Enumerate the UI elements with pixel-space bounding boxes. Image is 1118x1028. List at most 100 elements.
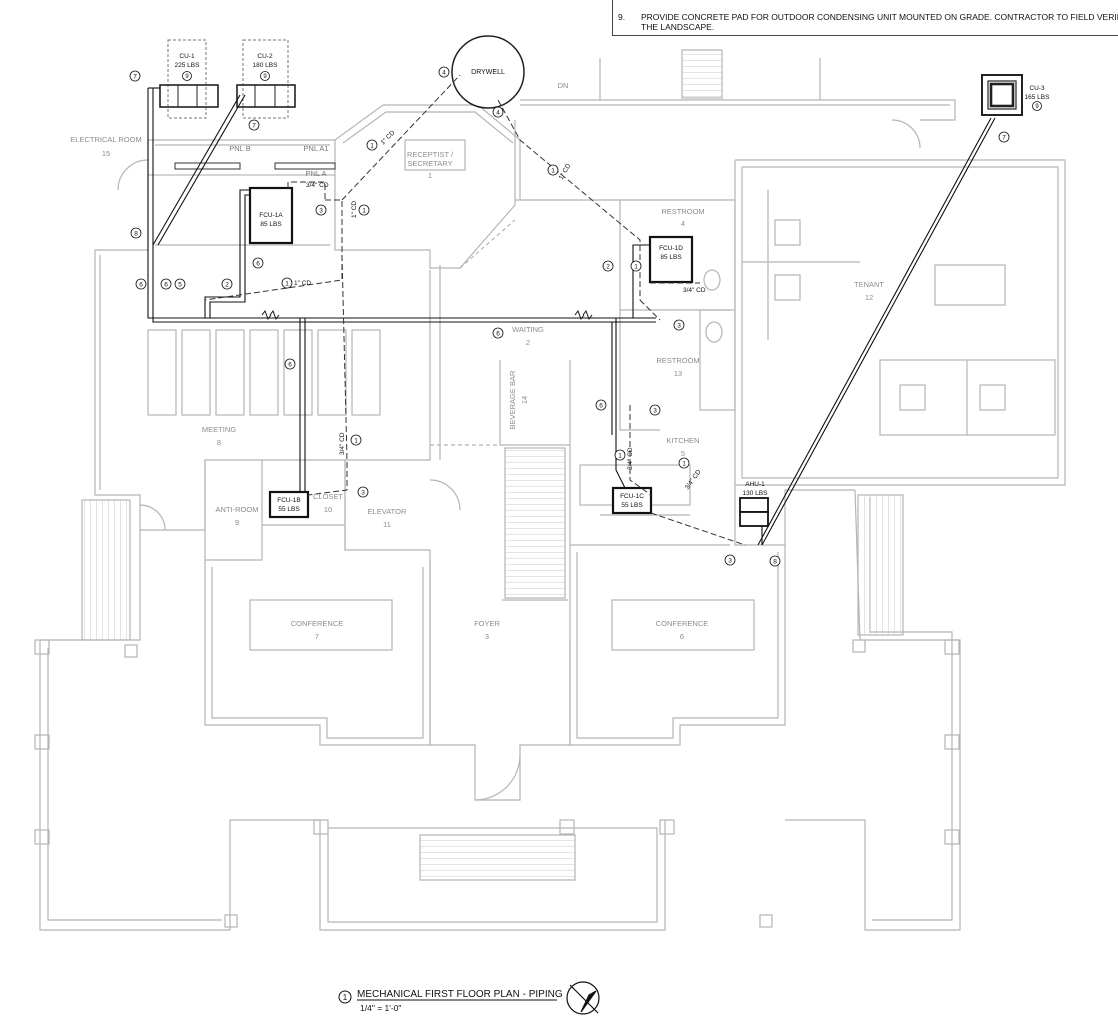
keynote-number: 8 — [773, 558, 777, 565]
keynote-circle — [602, 260, 614, 272]
keynote-circle — [281, 277, 293, 289]
keynote-number: 2 — [225, 281, 229, 288]
pipe-label-fcu1a-cd: 3/4" CD — [306, 182, 329, 189]
keynote-circle — [998, 131, 1010, 143]
room-name-meeting: MEETING — [202, 425, 236, 434]
keynote-circle — [135, 278, 147, 290]
drywell — [451, 35, 525, 109]
room-num-restroom-13: 13 — [674, 369, 682, 378]
keynote-number: 7 — [133, 73, 137, 80]
room-num-waiting: 2 — [526, 338, 530, 347]
keynote-number: 2 — [606, 263, 610, 270]
fcu1b-weight: 55 LBS — [278, 506, 300, 513]
keynote-circle — [350, 434, 362, 446]
pipe-label-ahu1-cd: 3/4" CD — [684, 468, 703, 491]
room-name-kitchen: KITCHEN — [667, 436, 700, 445]
room-num-meeting: 8 — [217, 438, 221, 447]
keynote-number: 3 — [653, 407, 657, 414]
panel-labels: PNL B PNL A1 PNL A — [229, 144, 328, 178]
panel-a1-label: PNL A1 — [303, 144, 328, 153]
pipe-break-markers — [261, 309, 593, 321]
title-block: 1 MECHANICAL FIRST FLOOR PLAN - PIPING 1… — [338, 981, 600, 1015]
keynote-circle — [649, 404, 661, 416]
cu2-weight: 180 LBS — [253, 62, 279, 69]
ahu1-weight: 130 LBS — [743, 490, 769, 497]
keynote-circle — [284, 358, 296, 370]
keynote-number: 6 — [599, 402, 603, 409]
room-name-receptionist-1: RECEPTIST / — [407, 150, 454, 159]
keynote-number: 1 — [634, 263, 638, 270]
cu2-name: CU-2 — [257, 53, 273, 60]
room-name-closet: CLOSET — [313, 492, 343, 501]
keynote-number: 7 — [1002, 134, 1006, 141]
drywell-label: DRYWELL — [471, 69, 505, 76]
room-name-electrical: ELECTRICAL ROOM — [70, 135, 141, 144]
keynote-circle — [630, 260, 642, 272]
cu3-note: 9 — [1035, 104, 1039, 110]
room-num-elevator: 11 — [383, 520, 391, 529]
keynote-circle — [248, 119, 260, 131]
keynote-circle — [673, 319, 685, 331]
fcu1a-weight: 85 LBS — [260, 221, 282, 228]
room-num-beverage: 14 — [520, 396, 529, 404]
fcu1a-name: FCU-1A — [259, 212, 283, 219]
keynote-number: 7 — [252, 122, 256, 129]
keynote-circle — [492, 106, 504, 118]
pipe-label-restroom: 1" CD — [558, 162, 573, 181]
keynote-number: 6 — [139, 281, 143, 288]
keynote-number: 1 — [551, 167, 555, 174]
room-num-conference-6: 6 — [680, 632, 684, 641]
room-num-electrical: 15 — [102, 149, 110, 158]
room-name-restroom-4: RESTROOM — [661, 207, 704, 216]
room-name-conference-6: CONFERENCE — [656, 619, 709, 628]
keynote-circle — [221, 278, 233, 290]
panel-b-label: PNL B — [229, 144, 250, 153]
equipment-labels: CU-1 225 LBS CU-2 180 LBS CU-3 165 LBS F… — [175, 53, 1051, 513]
keynote-circle — [547, 164, 559, 176]
keynote-circle — [129, 70, 141, 82]
room-num-closet: 10 — [324, 505, 332, 514]
keynote-circle — [614, 449, 626, 461]
room-name-anteroom: ANTI-ROOM — [216, 505, 259, 514]
keynote-circle — [357, 486, 369, 498]
keynote-number: 5 — [178, 281, 182, 288]
keynote-circle — [492, 327, 504, 339]
pipe-label-fcu1d-cd: 3/4" CD — [683, 287, 706, 294]
pipe-label-meeting: 1" CD — [294, 280, 311, 287]
keynote-circle — [130, 227, 142, 239]
keynote-number: 1 — [682, 460, 686, 467]
keynote-circle — [358, 204, 370, 216]
room-name-tenant: TENANT — [854, 280, 884, 289]
architectural-walls — [34, 49, 1066, 931]
keynote-number: 1 — [285, 280, 289, 287]
keynote-circle — [174, 278, 186, 290]
condensate-drain-piping — [204, 74, 746, 546]
room-num-anteroom: 9 — [235, 518, 239, 527]
keynote-number: 1 — [618, 452, 622, 459]
keynote-circle — [595, 399, 607, 411]
keynote-number: 6 — [496, 330, 500, 337]
cu1-note: 9 — [185, 74, 189, 80]
pipe-label-receptionist: 1" CD — [379, 129, 396, 146]
north-arrow-icon — [566, 981, 600, 1015]
room-num-conference-7: 7 — [315, 632, 319, 641]
refrigerant-piping — [147, 87, 996, 546]
cu-note-tags — [182, 71, 1042, 111]
cu1-name: CU-1 — [179, 53, 195, 60]
electrical-panels — [148, 162, 336, 176]
keynote-number: 3 — [319, 207, 323, 214]
room-name-receptionist-2: SECRETARY — [407, 159, 452, 168]
ahu1-name: AHU-1 — [745, 481, 765, 488]
keynote-number: 3 — [677, 322, 681, 329]
keynote-circle — [252, 257, 264, 269]
room-name-conference-7: CONFERENCE — [291, 619, 344, 628]
room-name-foyer: FOYER — [474, 619, 500, 628]
general-note-text: PROVIDE CONCRETE PAD FOR OUTDOOR CONDENS… — [641, 12, 1118, 32]
cu2-note: 9 — [263, 74, 267, 80]
keynote-circle — [315, 204, 327, 216]
condensing-units — [159, 39, 1023, 119]
cu3-name: CU-3 — [1029, 85, 1045, 92]
keynote-circle — [160, 278, 172, 290]
title-scale: 1/4" = 1'-0" — [360, 1003, 401, 1013]
